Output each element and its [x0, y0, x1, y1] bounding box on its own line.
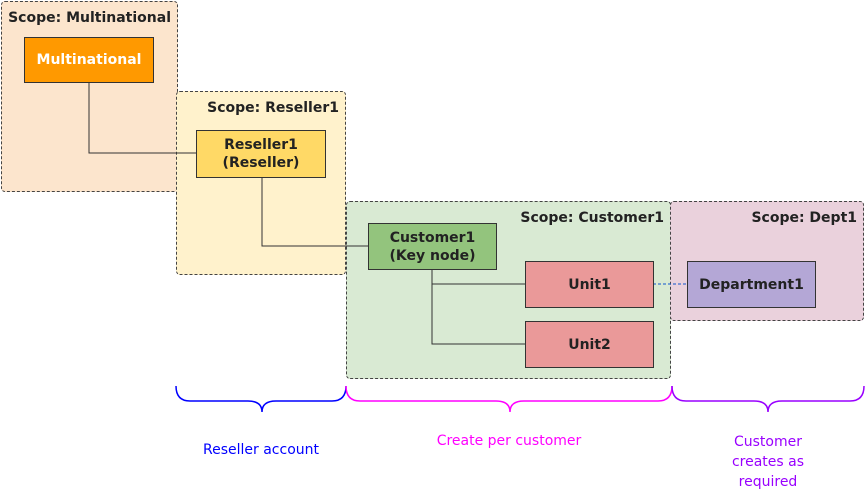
scope-label-reseller1: Scope: Reseller1	[207, 100, 339, 116]
node-unit2: Unit2	[525, 321, 654, 368]
node-reseller1: Reseller1 (Reseller)	[196, 130, 326, 178]
brace-reseller-account	[175, 385, 347, 413]
node-reseller1-label: Reseller1	[224, 137, 298, 153]
connector-customer1-unit1	[431, 270, 525, 285]
label-customer-creates-line2: creates as	[731, 454, 805, 470]
node-customer1-sublabel: (Key node)	[389, 247, 476, 264]
label-create-per-customer-text: Create per customer	[436, 433, 582, 449]
scope-label-customer1: Scope: Customer1	[520, 210, 664, 226]
brace-create-per-customer	[345, 385, 673, 413]
node-unit1: Unit1	[525, 261, 654, 308]
label-customer-creates-line3: required	[738, 474, 798, 490]
scope-label-dept1: Scope: Dept1	[751, 210, 857, 226]
node-unit2-label: Unit2	[568, 336, 611, 353]
connector-customer1-unit2	[431, 284, 525, 345]
node-multinational: Multinational	[24, 37, 154, 83]
label-reseller-account-text: Reseller account	[203, 442, 319, 458]
node-customer1-label: Customer1	[389, 229, 476, 246]
label-create-per-customer: Create per customer	[346, 431, 672, 451]
label-customer-creates: Customer creates as required	[708, 432, 828, 492]
label-reseller-account: Reseller account	[176, 440, 346, 460]
scope-reseller1: Scope: Reseller1	[176, 91, 346, 275]
brace-customer-creates	[671, 385, 865, 413]
connector-reseller1-customer1	[261, 177, 368, 247]
node-reseller1-sublabel: (Reseller)	[222, 155, 300, 171]
connector-multinational-reseller1	[88, 82, 196, 154]
node-multinational-label: Multinational	[36, 52, 142, 68]
scope-multinational: Scope: Multinational	[1, 1, 178, 192]
node-department1: Department1	[687, 261, 816, 308]
node-unit1-label: Unit1	[568, 276, 611, 293]
scope-label-multinational: Scope: Multinational	[8, 10, 171, 26]
node-customer1: Customer1 (Key node)	[368, 223, 497, 270]
node-department1-label: Department1	[699, 276, 804, 293]
label-customer-creates-line1: Customer	[733, 434, 802, 450]
